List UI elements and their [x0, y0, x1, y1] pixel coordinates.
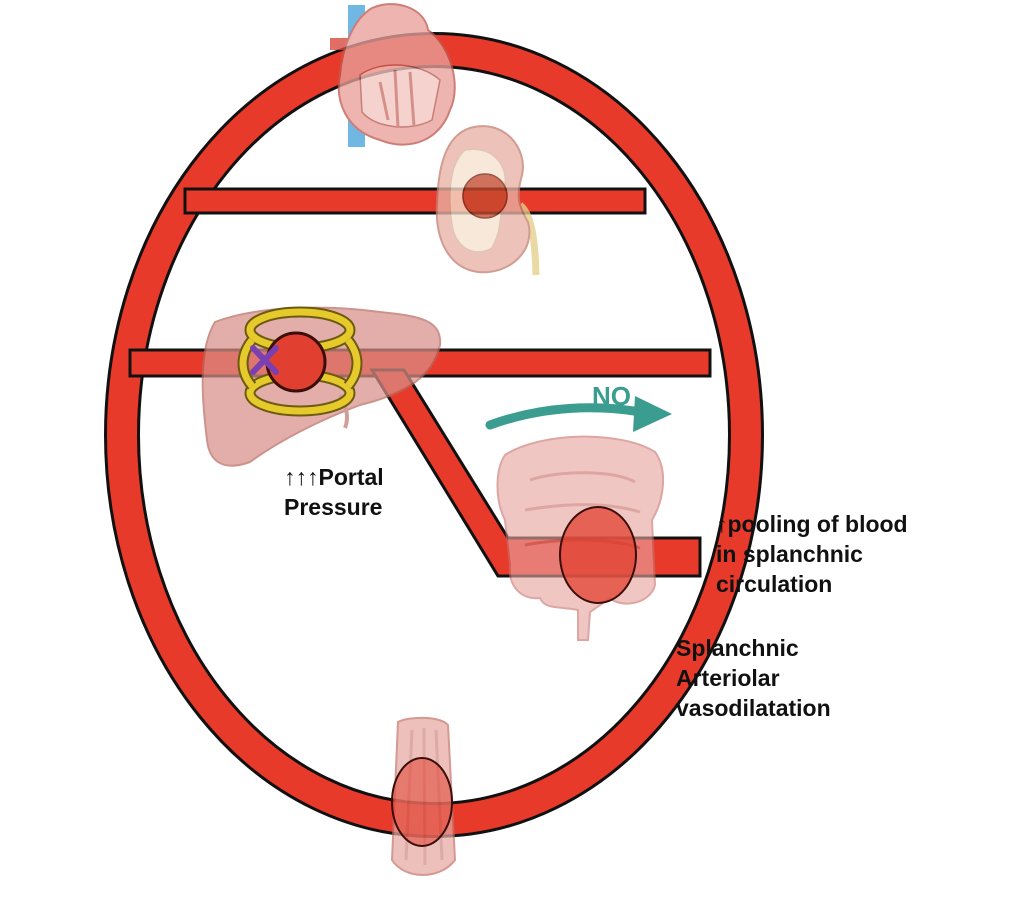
splanchnic-pooling-bulge: [559, 506, 637, 604]
pooling-label-line-2: in splanchnic: [716, 541, 863, 567]
muscle-vessel-bulge: [391, 757, 453, 847]
pooling-label-line-3: circulation: [716, 571, 833, 597]
no-label: NO: [592, 381, 631, 411]
splanchnic-label-line-3: vasodilatation: [676, 695, 831, 721]
portal-label-line-2: Pressure: [284, 494, 383, 520]
heart-icon: [330, 3, 456, 147]
splanchnic-label-line-2: Arteriolar: [676, 665, 780, 691]
nitric-oxide-arrow-icon: NO: [485, 381, 672, 432]
kidney-icon: [435, 125, 540, 276]
portal-constriction: [237, 306, 363, 417]
blood-pooling-label: ↑pooling of blood in splanchnic circulat…: [716, 509, 908, 599]
blockage-x-icon: [250, 345, 279, 375]
pooling-label-line-1: ↑pooling of blood: [716, 511, 908, 537]
renal-vessel-branch: [183, 187, 647, 215]
portal-label-line-1: ↑↑↑Portal: [284, 464, 384, 490]
portal-pressure-label: ↑↑↑Portal Pressure: [284, 462, 384, 522]
liver-icon: [201, 306, 442, 467]
splanchnic-vasodilatation-label: Splanchnic Arteriolar vasodilatation: [676, 633, 831, 723]
splanchnic-label-line-1: Splanchnic: [676, 635, 799, 661]
